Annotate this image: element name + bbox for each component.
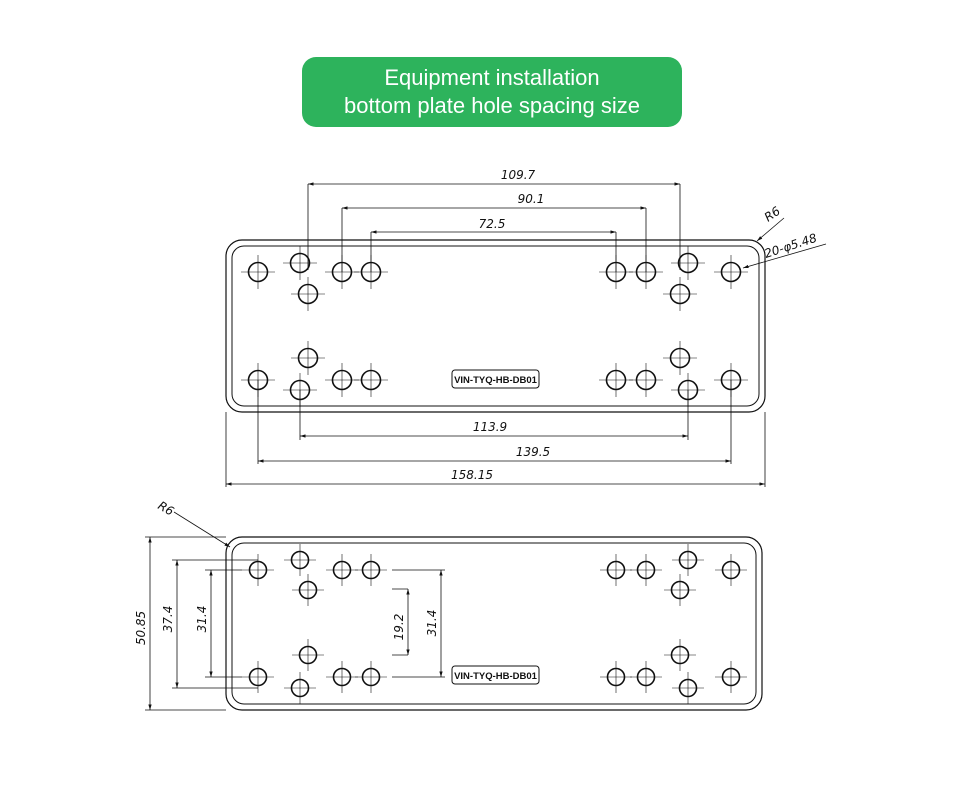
mounting-hole (292, 574, 324, 606)
mounting-hole (671, 246, 705, 280)
mounting-hole (600, 661, 632, 693)
mounting-hole (663, 341, 697, 375)
dim-37-4: 37.4 (161, 606, 175, 633)
top-plate-inner-outline (231, 245, 760, 407)
lower-plate-outline (225, 536, 763, 711)
mounting-hole (326, 661, 358, 693)
dim-113-9: 113.9 (473, 420, 507, 434)
title-line-2: bottom plate hole spacing size (344, 93, 640, 118)
dim-31-4-right: 31.4 (425, 610, 439, 637)
mounting-hole (292, 639, 324, 671)
hole-spec-label: 20-φ5.48 (763, 231, 819, 261)
dim-31-4-left: 31.4 (195, 606, 209, 633)
mounting-hole (663, 277, 697, 311)
dim-90-1: 90.1 (518, 192, 545, 206)
mounting-hole (242, 661, 274, 693)
mounting-hole (241, 255, 275, 289)
lower-holes (242, 544, 747, 704)
mounting-hole (715, 661, 747, 693)
mounting-hole (325, 363, 359, 397)
mounting-hole (284, 544, 316, 576)
top-plate-tag: VIN-TYQ-HB-DB01 (454, 375, 538, 386)
dim-158-15: 158.15 (451, 468, 493, 482)
lower-radius-label: R6 (156, 498, 177, 518)
mounting-hole (291, 277, 325, 311)
dim-50-85: 50.85 (134, 611, 148, 645)
mounting-hole (715, 554, 747, 586)
dim-139-5: 139.5 (516, 445, 550, 459)
mounting-hole (291, 341, 325, 375)
mounting-hole (664, 574, 696, 606)
mounting-hole (242, 554, 274, 586)
top-view: VIN-TYQ-HB-DB01 109.7 90.1 72.5 113.9 13… (225, 168, 827, 487)
mounting-hole (600, 554, 632, 586)
mounting-hole (714, 255, 748, 289)
lower-plate-inner-outline (231, 542, 757, 705)
dim-109-7: 109.7 (501, 168, 536, 182)
top-plate-outline (225, 239, 766, 413)
mounting-hole (630, 554, 662, 586)
mounting-hole (672, 544, 704, 576)
mounting-hole (630, 661, 662, 693)
lower-view: VIN-TYQ-HB-DB01 50.85 37.4 31.4 19.2 31.… (134, 498, 763, 711)
mounting-hole (355, 554, 387, 586)
mounting-hole (664, 639, 696, 671)
mounting-hole (672, 672, 704, 704)
mounting-hole (326, 554, 358, 586)
mounting-hole (354, 363, 388, 397)
title-banner: Equipment installation bottom plate hole… (302, 57, 682, 127)
mounting-hole (284, 672, 316, 704)
dim-19-2: 19.2 (392, 614, 406, 641)
mounting-hole (629, 363, 663, 397)
top-plate-tag-box (451, 369, 540, 389)
mounting-hole (355, 661, 387, 693)
dim-72-5: 72.5 (479, 217, 506, 231)
mounting-hole (283, 246, 317, 280)
lower-plate-tag-box (451, 665, 540, 685)
lower-plate-tag: VIN-TYQ-HB-DB01 (454, 671, 538, 682)
mounting-hole (599, 363, 633, 397)
title-line-1: Equipment installation (384, 65, 600, 90)
top-holes (241, 246, 748, 407)
